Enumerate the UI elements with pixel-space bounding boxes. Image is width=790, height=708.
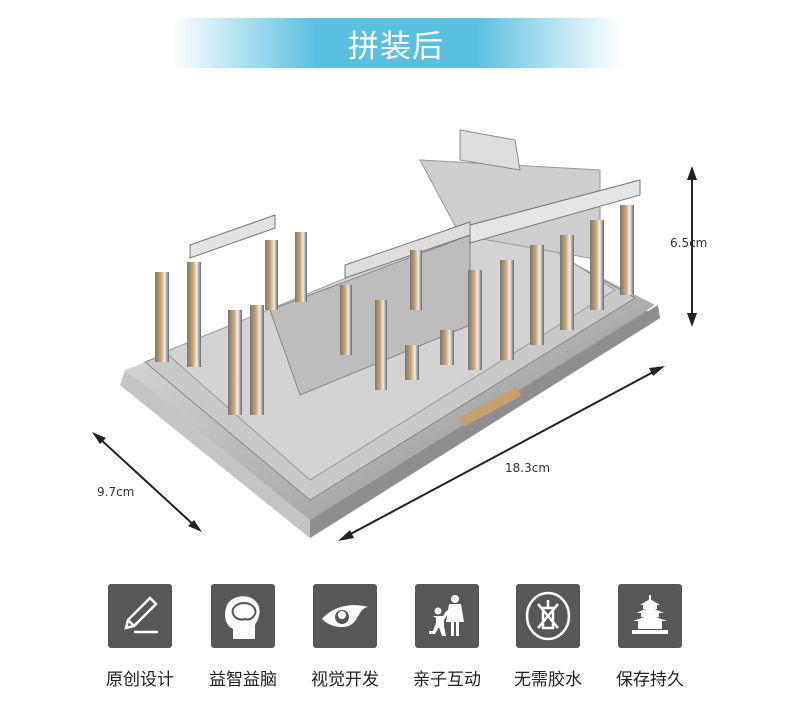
feature-parent-child: 亲子互动 xyxy=(397,584,497,690)
feature-original-design: 原创设计 xyxy=(90,584,190,690)
height-dimension-label: 6.5cm xyxy=(670,236,708,250)
no-glue-icon xyxy=(516,584,580,648)
feature-visual-development: 视觉开发 xyxy=(295,584,395,690)
feature-label: 保存持久 xyxy=(616,670,684,690)
eye-icon xyxy=(313,584,377,648)
feature-label: 原创设计 xyxy=(106,670,174,690)
pencil-icon xyxy=(108,584,172,648)
length-dimension-label: 18.3cm xyxy=(505,461,551,475)
feature-brain-training: 益智益脑 xyxy=(193,584,293,690)
feature-label: 益智益脑 xyxy=(209,670,277,690)
feature-no-glue: 无需胶水 xyxy=(498,584,598,690)
dimension-arrows xyxy=(92,166,697,541)
width-dimension-label: 9.7cm xyxy=(97,485,135,499)
brain-head-icon xyxy=(211,584,275,648)
parent-child-icon xyxy=(415,584,479,648)
assembled-temple-model-image xyxy=(92,129,697,541)
temple-of-heaven-icon xyxy=(618,584,682,648)
section-banner: 拼装后 xyxy=(172,18,620,68)
feature-label: 视觉开发 xyxy=(311,670,379,690)
feature-label: 亲子互动 xyxy=(413,670,481,690)
feature-label: 无需胶水 xyxy=(514,670,582,690)
banner-title: 拼装后 xyxy=(348,28,444,65)
model-columns xyxy=(155,205,634,415)
feature-long-lasting: 保存持久 xyxy=(600,584,700,690)
